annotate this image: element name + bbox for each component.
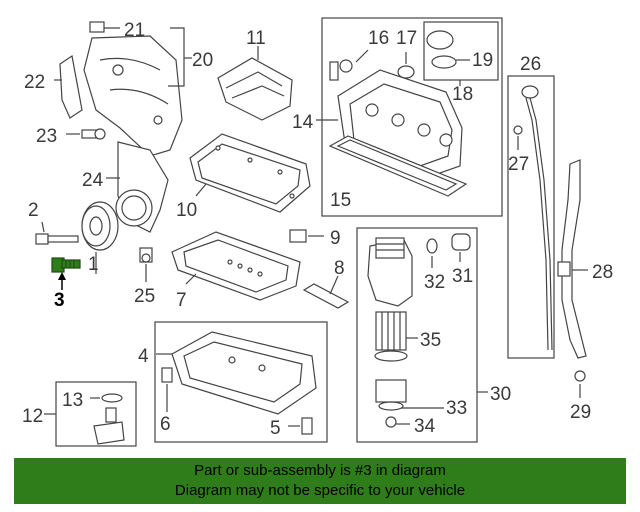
callout-29[interactable]: 29 — [570, 402, 591, 423]
dipstick-tube-28-part — [557, 159, 588, 359]
callout-22[interactable]: 22 — [24, 72, 45, 93]
seal-27-part — [513, 125, 523, 150]
callout-2[interactable]: 2 — [28, 200, 39, 221]
gasket-8-part — [302, 275, 350, 309]
oil-pan-upper-7-part — [171, 231, 301, 301]
seal-13-part — [90, 393, 123, 403]
oil-filter-group-box — [356, 227, 478, 443]
callout-7[interactable]: 7 — [176, 290, 187, 311]
level-sensor-5-part — [288, 417, 313, 435]
callout-31[interactable]: 31 — [452, 266, 473, 287]
callout-19[interactable]: 19 — [472, 50, 493, 71]
callout-17[interactable]: 17 — [396, 28, 417, 49]
callout-20[interactable]: 20 — [192, 50, 213, 71]
callout-35[interactable]: 35 — [420, 330, 441, 351]
banner-line-part-number: Part or sub-assembly is #3 in diagram — [194, 462, 446, 479]
bolt-2-part — [35, 221, 79, 245]
callout-24[interactable]: 24 — [82, 170, 104, 191]
grommet-17-part — [397, 52, 415, 79]
drain-plug-6-part — [161, 367, 173, 412]
callout-5[interactable]: 5 — [270, 418, 281, 439]
rear-timing-cover — [115, 141, 169, 233]
callout-30[interactable]: 30 — [490, 384, 511, 405]
callout-32[interactable]: 32 — [424, 272, 445, 293]
callout-26[interactable]: 26 — [520, 54, 541, 75]
oring-32-part — [426, 238, 438, 268]
crank-pulley-part — [81, 201, 119, 251]
sensor-25-part — [139, 247, 153, 282]
seal-31-part — [451, 233, 471, 262]
callout-23[interactable]: 23 — [36, 126, 57, 147]
callout-16[interactable]: 16 — [368, 28, 389, 49]
callout-3-highlighted[interactable]: 3 — [54, 290, 65, 311]
cap-seal-19-part — [431, 55, 470, 69]
callout-13[interactable]: 13 — [62, 390, 83, 411]
info-banner: Part or sub-assembly is #3 in diagram Di… — [14, 458, 626, 504]
callout-10[interactable]: 10 — [176, 200, 197, 221]
dipstick-26-part — [521, 85, 553, 351]
bolt-23-part — [66, 128, 106, 140]
cover-gasket-part — [59, 54, 83, 119]
filter-cap-34-part — [375, 379, 410, 428]
callout-15[interactable]: 15 — [330, 190, 351, 211]
callout-34[interactable]: 34 — [414, 416, 436, 437]
valve-cover-group-box — [321, 17, 503, 217]
callout-21[interactable]: 21 — [124, 20, 145, 41]
callout-1[interactable]: 1 — [88, 254, 99, 275]
callout-6[interactable]: 6 — [160, 414, 171, 435]
bolt-16-part — [329, 49, 369, 81]
filter-element-35-part — [374, 311, 418, 362]
baffle-10-part — [189, 133, 311, 213]
callout-4[interactable]: 4 — [138, 346, 149, 367]
seal-29-part — [574, 370, 586, 398]
callout-28[interactable]: 28 — [592, 262, 613, 283]
callout-33[interactable]: 33 — [446, 398, 467, 419]
bolt-3-highlighted-part — [51, 257, 81, 290]
callout-27[interactable]: 27 — [508, 154, 529, 175]
banner-line-disclaimer: Diagram may not be specific to your vehi… — [174, 482, 466, 499]
clip-part-21 — [89, 21, 105, 33]
oil-pan-group-box — [154, 321, 328, 443]
bracket-11-part — [217, 57, 293, 121]
oil-pan-4-part — [171, 331, 317, 415]
oil-cap-18-part — [426, 30, 454, 50]
callout-8[interactable]: 8 — [334, 258, 345, 279]
callout-11[interactable]: 11 — [246, 28, 266, 49]
valve-cover-gasket-15-part — [328, 135, 468, 197]
callout-9[interactable]: 9 — [330, 228, 341, 249]
timing-cover-upper — [83, 35, 183, 157]
callout-14[interactable]: 14 — [292, 112, 314, 133]
plug-9-part — [289, 229, 324, 243]
callout-25[interactable]: 25 — [134, 286, 155, 307]
filter-housing-part — [367, 237, 413, 307]
exploded-parts-diagram: 1 2 3 4 5 6 7 8 9 10 11 12 13 14 15 16 1… — [22, 17, 613, 447]
oil-cap-group-box — [423, 21, 499, 81]
oil-level-sensor-12-part — [93, 407, 125, 445]
callout-18[interactable]: 18 — [452, 84, 473, 105]
callout-12[interactable]: 12 — [22, 406, 43, 427]
dipstick-group-box — [507, 75, 555, 359]
